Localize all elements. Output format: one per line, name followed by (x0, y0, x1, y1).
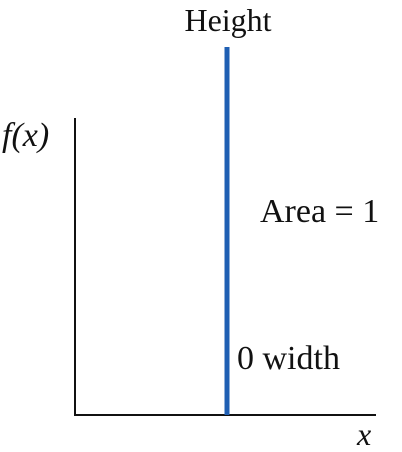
area-label: Area = 1 (260, 193, 379, 230)
x-axis-label: x (356, 416, 371, 452)
y-axis-label: f(x) (2, 117, 49, 154)
width-label: 0 width (237, 340, 340, 377)
height-label: Height (184, 2, 271, 38)
